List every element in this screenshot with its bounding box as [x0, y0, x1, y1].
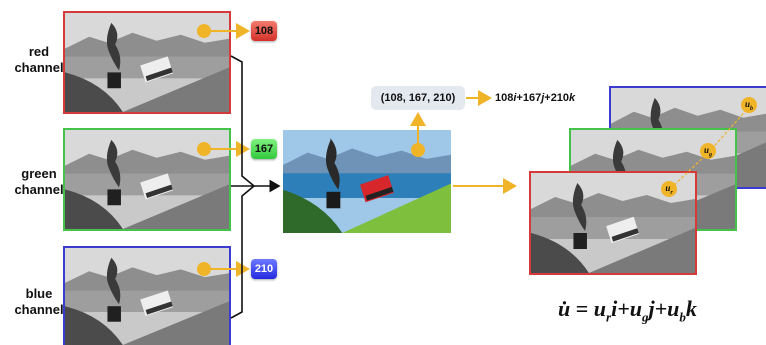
quaternion-value: 108i+167j+210k	[495, 92, 576, 104]
stack-red-image	[529, 171, 697, 275]
red-channel-label: red channel	[14, 44, 64, 75]
color-pixel-dot	[411, 143, 425, 157]
blue-channel-label: blue channel	[14, 286, 64, 317]
merge-brace	[230, 55, 255, 319]
blue-value-badge: 210	[251, 259, 277, 279]
ug-badge: ug	[700, 143, 716, 159]
green-channel-image	[63, 128, 231, 231]
red-pixel-dot	[197, 24, 211, 38]
green-pixel-dot	[197, 142, 211, 156]
rgb-tuple: (108, 167, 210)	[371, 86, 465, 110]
green-value-badge: 167	[251, 139, 277, 159]
green-channel-label: green channel	[14, 166, 64, 197]
blue-pixel-dot	[197, 262, 211, 276]
blue-channel-image	[63, 246, 231, 345]
red-value-badge: 108	[251, 21, 277, 41]
quaternion-formula: u̇ = uri+ugj+ubk	[558, 296, 697, 325]
red-channel-image	[63, 11, 231, 114]
ur-badge: ur	[661, 181, 677, 197]
ub-badge: ub	[741, 97, 757, 113]
